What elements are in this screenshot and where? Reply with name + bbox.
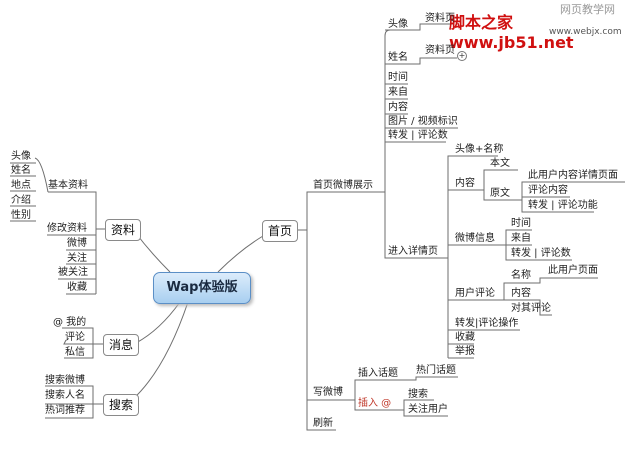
home-node[interactable]: 首页	[262, 220, 298, 242]
detail-fav: 收藏	[455, 332, 475, 343]
info-item: 来自	[511, 233, 531, 244]
avatar-link: 资料页	[425, 13, 455, 24]
uc-content-link: 对其评论	[511, 303, 551, 314]
detail-user-comment: 用户评论	[455, 288, 495, 299]
info-item: 时间	[511, 218, 531, 229]
search-item: 搜索微博	[45, 375, 85, 386]
detail-original: 原文	[490, 188, 510, 199]
message-item: 评论	[65, 332, 85, 343]
original-item: 评论内容	[528, 185, 568, 196]
feed-item: 转发 | 评论数	[388, 130, 448, 141]
detail-report: 举报	[455, 346, 475, 357]
refresh: 刷新	[313, 418, 333, 429]
name-link: 资料页	[425, 45, 455, 56]
hot-topic: 热门话题	[416, 365, 456, 376]
basic-item: 介绍	[11, 195, 31, 206]
central-node[interactable]: Wap体验版	[153, 272, 251, 304]
write-weibo: 写微博	[313, 387, 343, 398]
profile-favorites: 收藏	[67, 282, 87, 293]
original-item: 此用户内容详情页面	[528, 170, 618, 181]
expand-icon[interactable]: +	[457, 51, 467, 61]
watermark-site: 脚本之家 www.jb51.net	[449, 13, 574, 52]
basic-item: 头像	[11, 151, 31, 162]
search-item: 热词推荐	[45, 405, 85, 416]
detail-body: 本文	[490, 158, 510, 169]
profile-weibo: 微博	[67, 238, 87, 249]
insert-topic: 插入话题	[358, 368, 398, 379]
search-item: 搜索人名	[45, 390, 85, 401]
detail-avatar-name: 头像+名称	[455, 144, 504, 155]
profile-followers: 被关注	[58, 267, 88, 278]
feed-item: 时间	[388, 72, 408, 83]
search-node[interactable]: 搜索	[103, 394, 139, 416]
basic-item: 性别	[11, 210, 31, 221]
watermark-sub: www.webjx.com	[549, 27, 622, 37]
home-feed: 首页微博展示	[313, 180, 373, 191]
detail-info: 微博信息	[455, 233, 495, 244]
uc-item: 内容	[511, 288, 531, 299]
info-item: 转发 | 评论数	[511, 248, 571, 259]
feed-item: 来自	[388, 87, 408, 98]
feed-item: 内容	[388, 102, 408, 113]
detail-content: 内容	[455, 178, 475, 189]
message-item: 私信	[65, 347, 85, 358]
basic-item: 姓名	[11, 165, 31, 176]
detail-repost: 转发|评论操作	[455, 318, 519, 329]
watermark-top: 网页教学网	[560, 3, 615, 16]
original-item: 转发 | 评论功能	[528, 200, 598, 211]
messages-node[interactable]: 消息	[103, 334, 139, 356]
basic-item: 地点	[11, 180, 31, 191]
feed-item: 头像	[388, 19, 408, 30]
at-item: 关注用户	[408, 404, 448, 415]
profile-basic: 基本资料	[48, 180, 88, 191]
message-item: @ 我的	[53, 317, 87, 328]
uc-item: 名称	[511, 270, 531, 281]
profile-following: 关注	[67, 253, 87, 264]
insert-at: 插入 @	[358, 398, 392, 409]
profile-edit: 修改资料	[47, 223, 87, 234]
feed-item: 姓名	[388, 52, 408, 63]
detail-page: 进入详情页	[388, 246, 438, 257]
uc-name-link: 此用户页面	[548, 265, 598, 276]
profile-node[interactable]: 资料	[105, 219, 141, 241]
feed-item: 图片 / 视频标识	[388, 116, 458, 127]
at-item: 搜索	[408, 389, 428, 400]
